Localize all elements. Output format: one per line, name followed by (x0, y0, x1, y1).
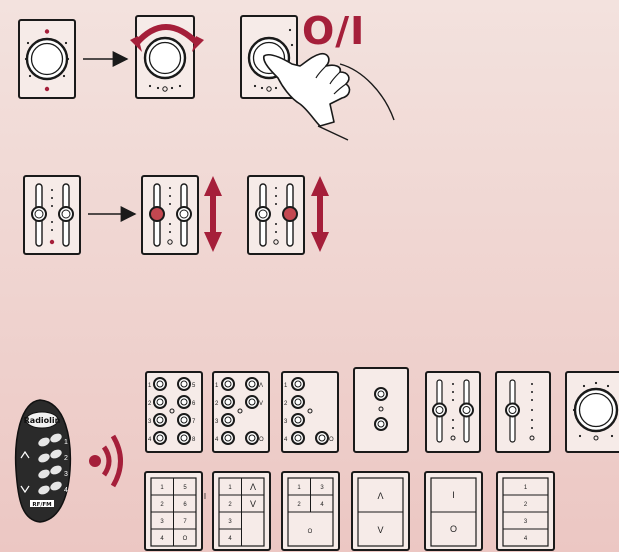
step1-rotary-idle (19, 20, 75, 98)
svg-text:Λ: Λ (377, 491, 383, 501)
panel-7-button: 1 2 3 4 Λ V O (213, 372, 269, 452)
step2-slider-right-active (248, 176, 304, 254)
keypad-8-zone: 1 5 2 6 3 7 4 O I (145, 472, 206, 550)
svg-text:O: O (308, 529, 313, 535)
panel-8-button: 1 2 3 4 5 6 7 8 (146, 372, 202, 452)
remote-key-3: 3 (64, 471, 68, 478)
panel-5-button: 1 2 3 4 O (282, 372, 338, 452)
wireless-signal-icon (89, 436, 121, 486)
svg-text:O: O (450, 524, 457, 534)
svg-text:Λ: Λ (250, 482, 256, 492)
svg-text:I: I (204, 492, 206, 501)
up-down-arrow-icon-2 (311, 176, 329, 252)
remote-key-4: 4 (64, 487, 68, 494)
remote-key-1: 1 (64, 439, 68, 446)
keypad-on-off: I O (425, 472, 482, 550)
step2-slider-left-active (142, 176, 198, 254)
keypad-4-zone: 1 2 3 4 (497, 472, 554, 550)
keypad-5-zone: 1 3 2 4 O (282, 472, 339, 550)
panel-single-slider (496, 372, 550, 452)
remote-badge: RF/FM (32, 502, 51, 508)
remote-brand-logo: Radiolin (24, 416, 61, 425)
svg-text:I: I (452, 490, 455, 500)
panel-double-slider (426, 372, 480, 452)
panel-rotary (566, 372, 619, 452)
remote-key-2: 2 (64, 455, 68, 462)
power-toggle-label: O/I (302, 12, 365, 50)
step2-slider-idle (24, 176, 80, 254)
keypad-6-zone: 1 Λ 2 V 3 4 (213, 472, 270, 550)
panel-2-button (354, 368, 408, 452)
step1-rotary-turning (130, 16, 204, 98)
svg-text:O: O (259, 437, 264, 443)
svg-text:Λ: Λ (259, 383, 263, 389)
svg-text:V: V (377, 525, 383, 535)
svg-text:V: V (259, 401, 263, 407)
remote-control: Radiolin 1 2 3 4 RF/FM (16, 400, 71, 522)
svg-text:O: O (183, 536, 188, 542)
up-down-arrow-icon (204, 176, 222, 252)
keypad-up-down: Λ V (352, 472, 409, 550)
svg-text:O: O (329, 437, 334, 443)
svg-text:V: V (250, 499, 256, 509)
